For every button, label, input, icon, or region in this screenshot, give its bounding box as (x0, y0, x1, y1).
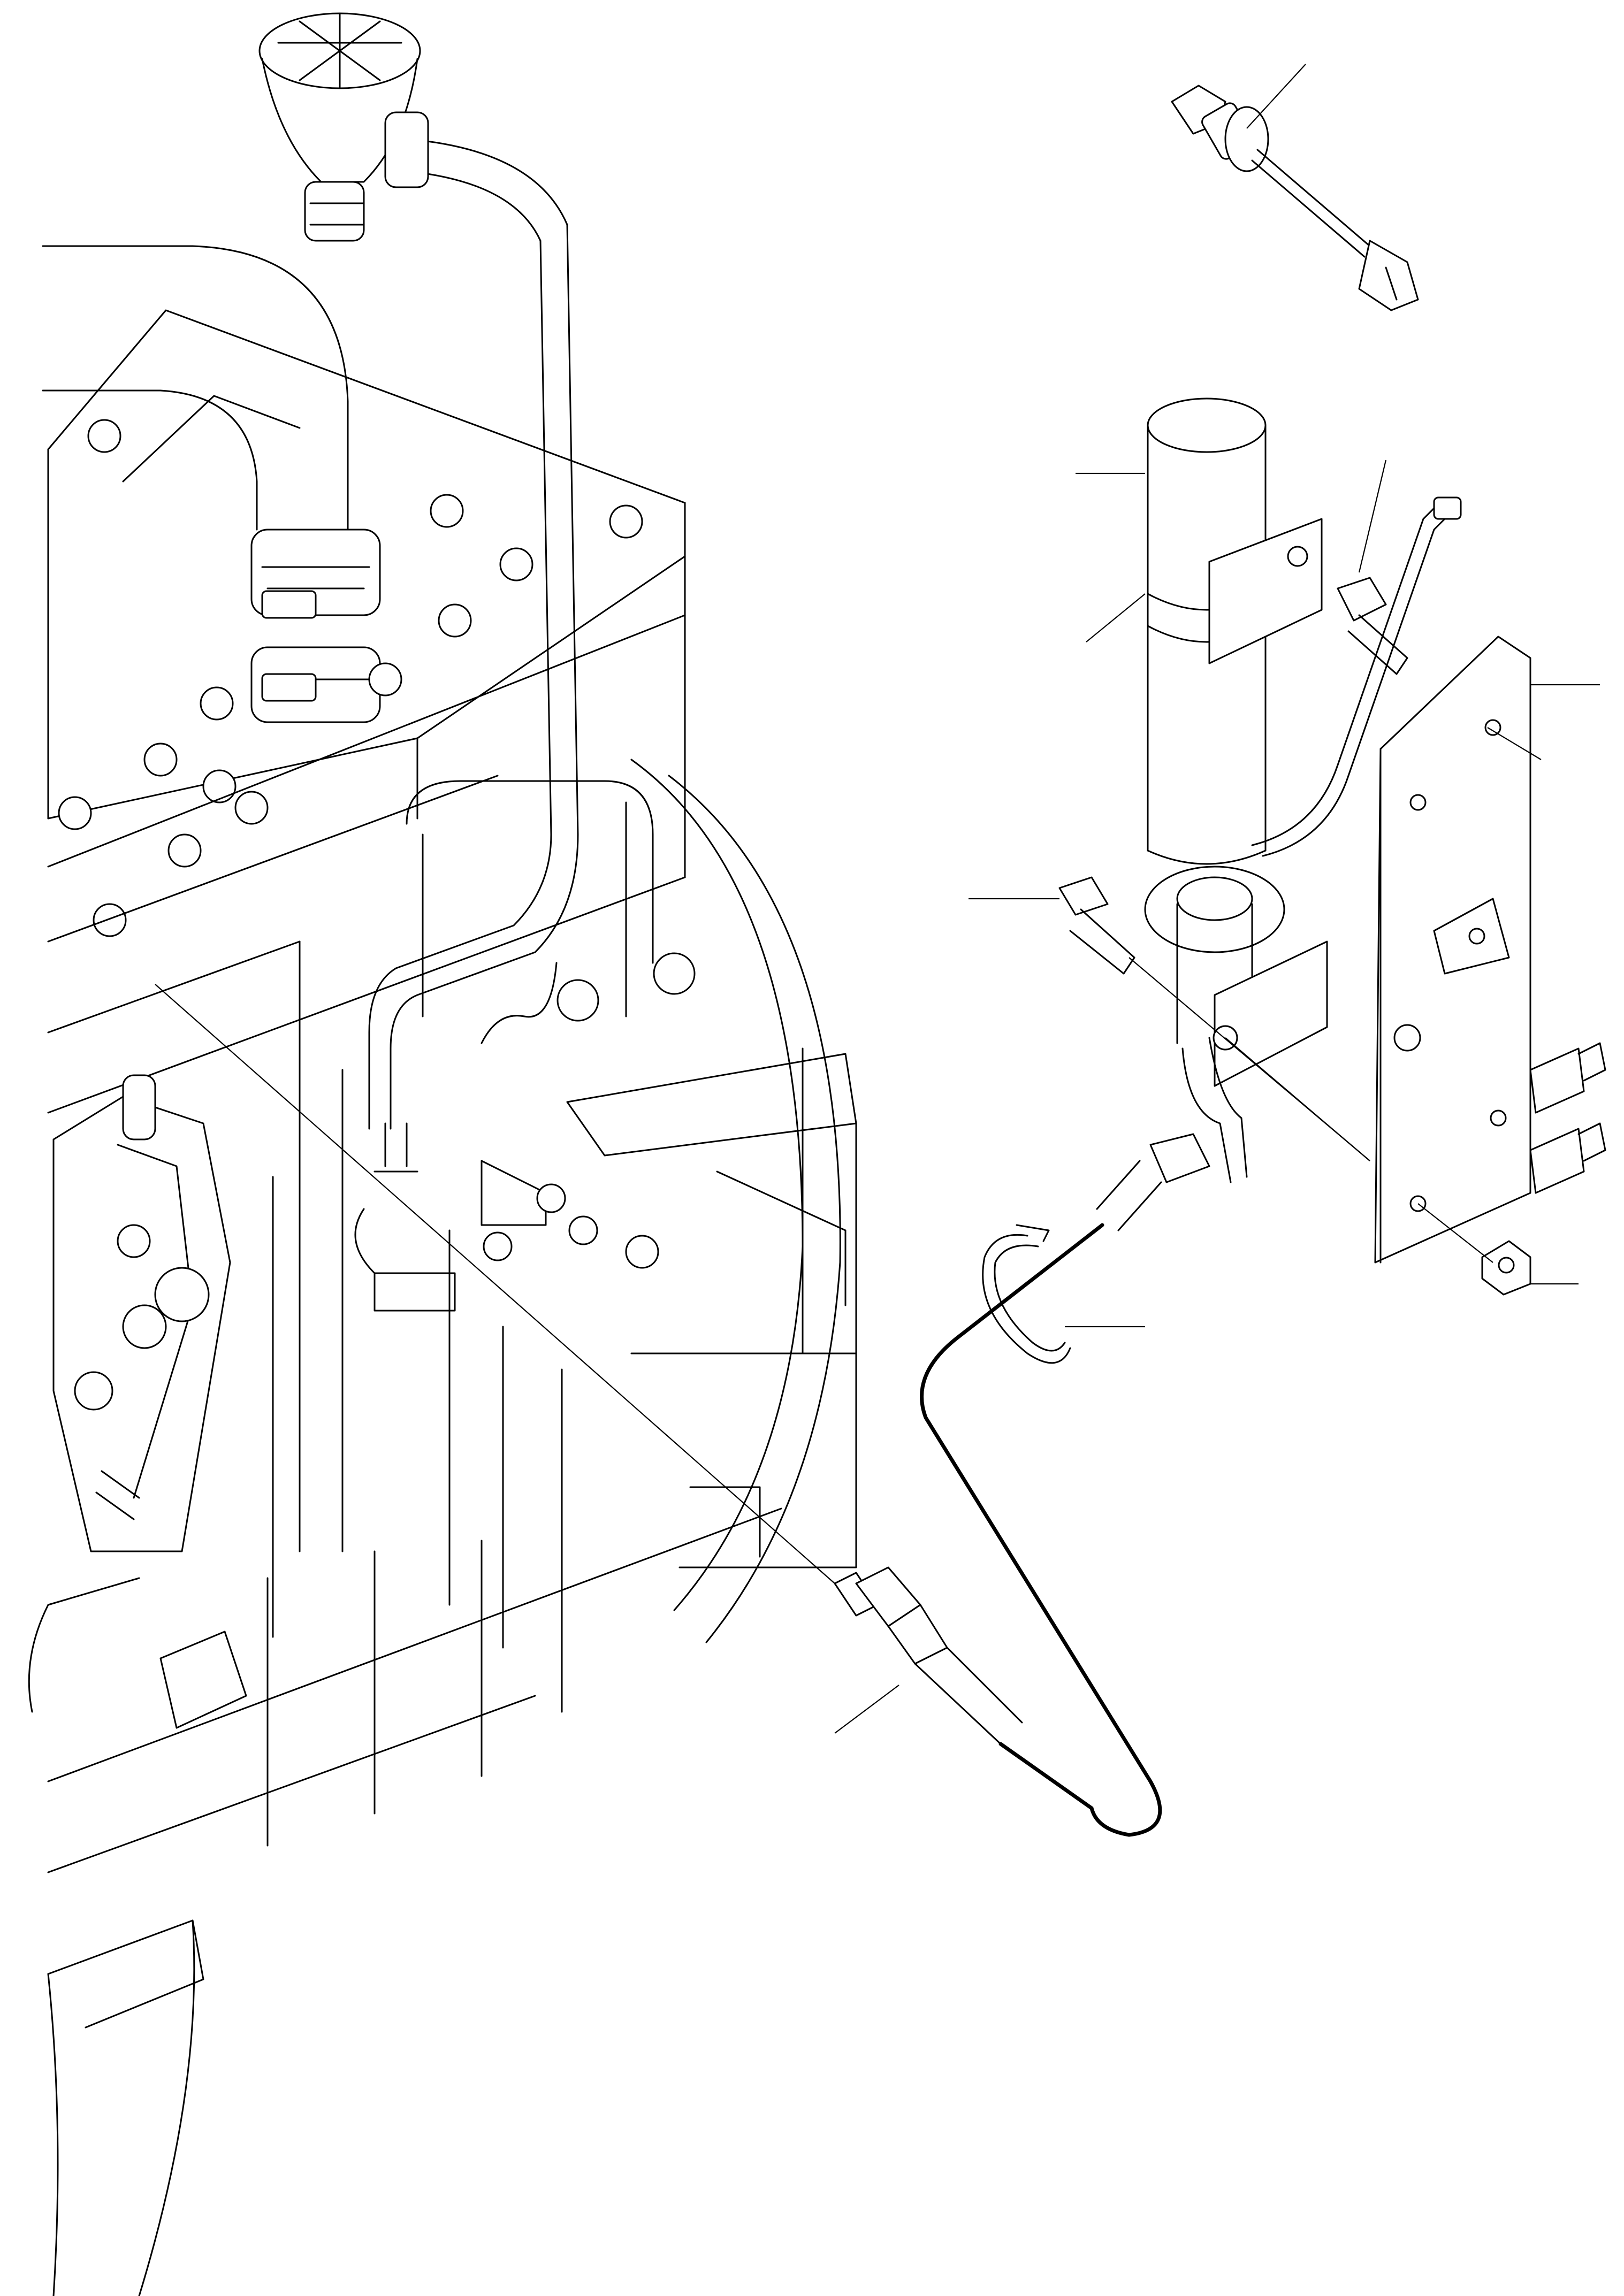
mounting-plate (1374, 636, 1606, 1264)
sensor (834, 1566, 1023, 1745)
hose-clamp (250, 529, 381, 723)
circlip (982, 1224, 1071, 1364)
head-bolts (58, 419, 643, 937)
leader-lines (155, 64, 1600, 1734)
filler-cap (258, 12, 421, 242)
solenoid (1144, 397, 1462, 1183)
control-cable (920, 1133, 1210, 1837)
nut (1481, 1240, 1531, 1296)
engine-block (28, 12, 857, 2296)
sender-switch (1171, 85, 1419, 311)
bolt-lower (1058, 876, 1135, 975)
injection-pump (52, 1074, 231, 1552)
bolt-upper (1337, 577, 1408, 675)
